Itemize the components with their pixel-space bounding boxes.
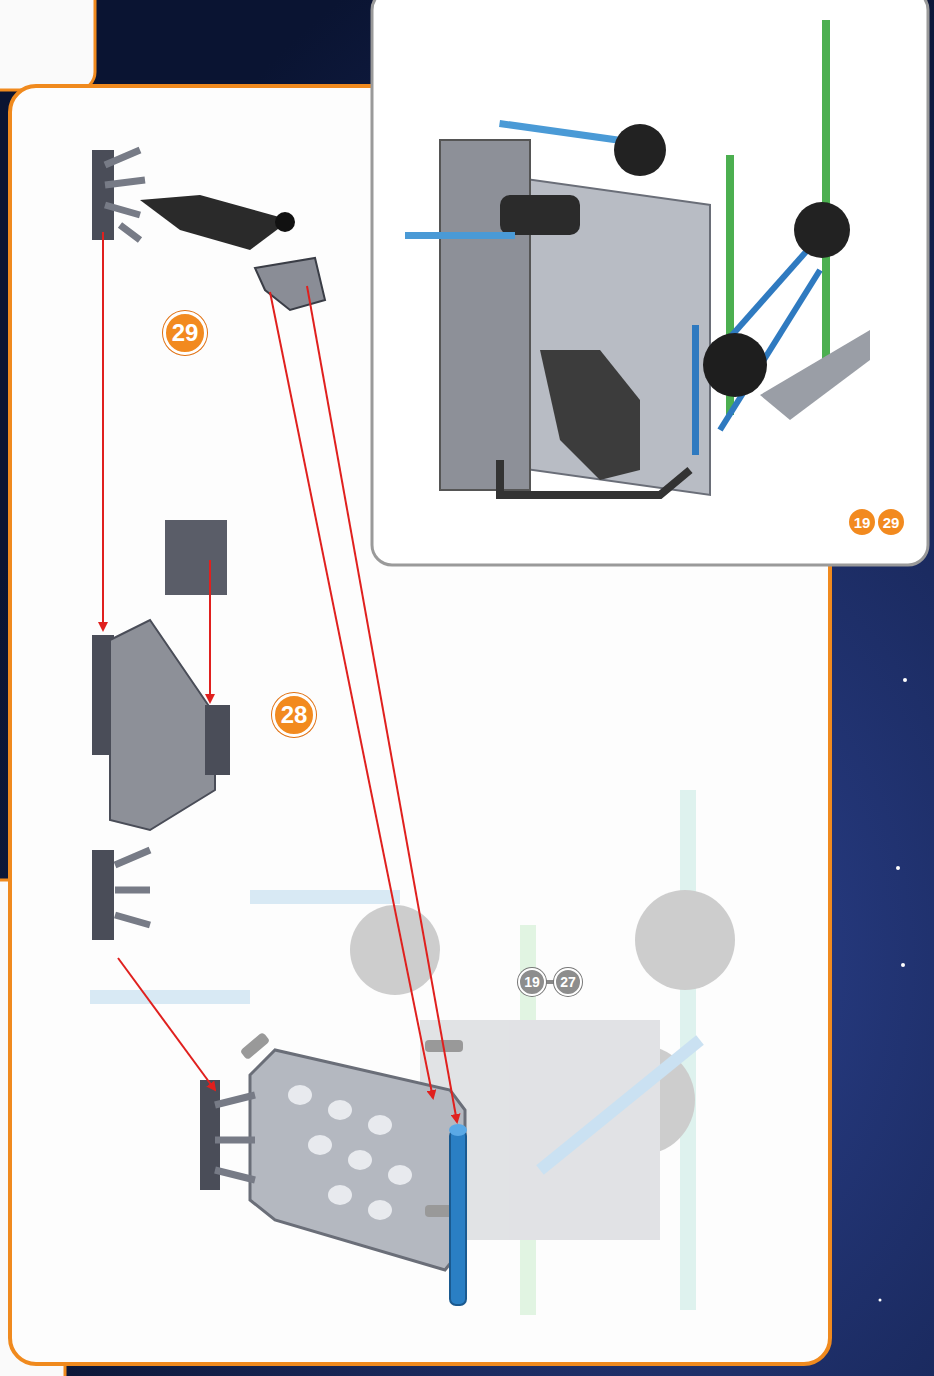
callout-number: 29 xyxy=(172,321,199,345)
step-range-number: 29 xyxy=(876,507,906,537)
step-range-number: 19 xyxy=(847,507,877,537)
step-number: 29 xyxy=(163,311,207,355)
step-number: 28 xyxy=(272,693,316,737)
step-range-number: 27 xyxy=(554,968,582,996)
callout-number: 28 xyxy=(281,703,308,727)
callout-number: 27 xyxy=(560,975,576,989)
callout-number: 19 xyxy=(854,515,871,530)
step-range-number: 19 xyxy=(518,968,546,996)
callout-number: 19 xyxy=(524,975,540,989)
callout-number: 29 xyxy=(883,515,900,530)
